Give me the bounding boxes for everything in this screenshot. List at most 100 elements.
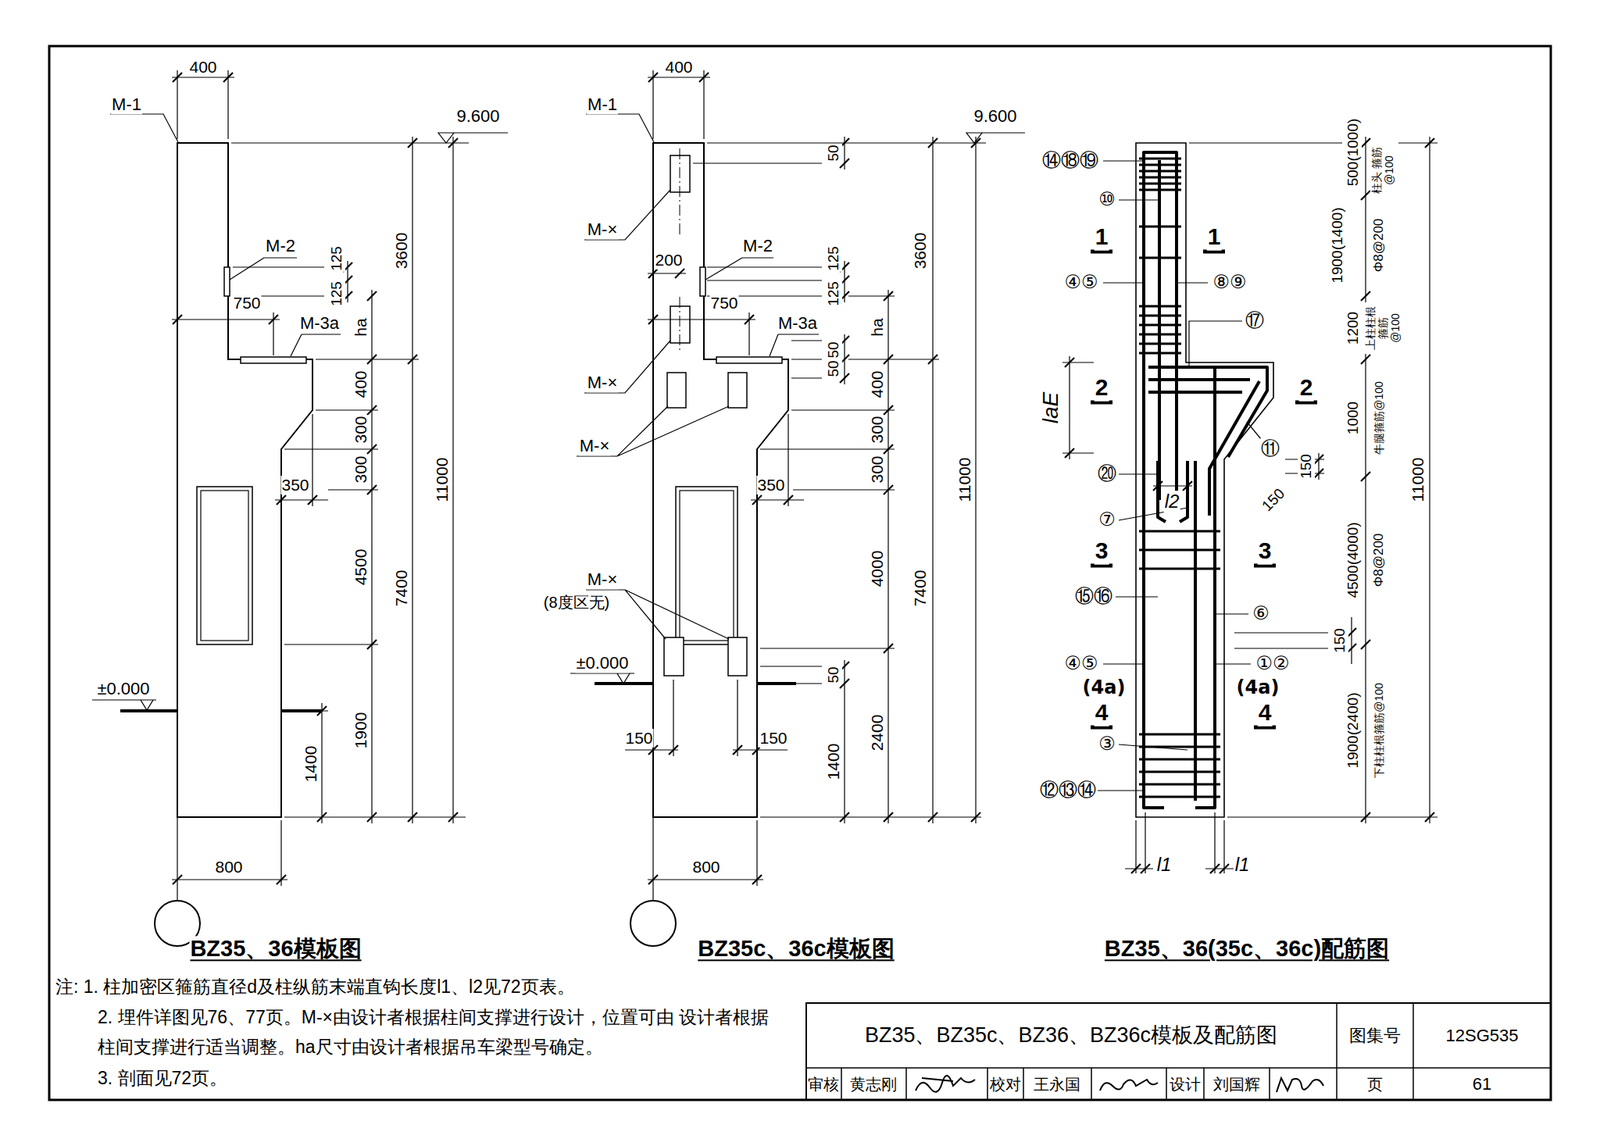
column-outline — [630, 900, 676, 947]
dimension-line — [229, 257, 297, 280]
dimension-line — [438, 132, 508, 143]
dimension-text: 3600 — [392, 232, 411, 271]
dimension-tick — [407, 354, 418, 365]
dimension-text: 350 — [756, 475, 786, 495]
dimension-text: 11000 — [1408, 457, 1428, 504]
rebar — [1148, 390, 1243, 394]
note-text: 2. 埋件详图见76、77页。M-×由设计者根据柱间支撑进行设计，位置可由 设计… — [96, 1003, 786, 1063]
signature — [1100, 1079, 1158, 1091]
dimension-tick — [367, 444, 377, 454]
dimension-text: 150 — [624, 728, 654, 748]
view-caption: BZ35、36模板图 — [189, 935, 362, 962]
section-mark: 3 — [1094, 537, 1110, 565]
dimension-line — [570, 673, 635, 684]
stirrup — [1139, 306, 1182, 354]
column-outline — [1135, 142, 1274, 818]
dimension-line — [275, 414, 329, 507]
dimension-line — [1205, 812, 1234, 874]
part-label: M-2 — [264, 235, 297, 256]
dimension-text: ±0.000 — [575, 653, 629, 673]
dimension-text: 150 — [758, 728, 788, 748]
callout-number: ⑪ — [1260, 438, 1281, 461]
dimension-tick — [971, 138, 981, 148]
note-text: 3. 剖面见72页。 — [96, 1067, 229, 1089]
leader-line — [1103, 160, 1208, 283]
callout-number: ⑩ — [1097, 189, 1117, 211]
dimension-tick — [276, 875, 286, 885]
dimension-text: 11000 — [955, 457, 975, 504]
dimension-line — [171, 817, 288, 901]
column-outline — [679, 490, 734, 641]
dimension-tick — [648, 875, 658, 885]
dimension-line — [290, 334, 341, 357]
embedded-plate — [728, 372, 747, 408]
dimension-line — [231, 136, 469, 824]
dimension-tick — [317, 812, 327, 822]
title-block-cell: 王永国 — [1032, 1075, 1082, 1094]
dimension-text: 1900 — [351, 711, 371, 750]
rebar-zone-text: 上柱柱根 箍筋@100 — [1364, 302, 1402, 354]
dimension-text: 1900(2400) — [1344, 691, 1362, 769]
dimension-tick — [307, 495, 318, 505]
dimension-text: laE — [1038, 391, 1064, 425]
signature — [915, 1075, 1324, 1093]
dimension-text: 7400 — [392, 569, 411, 608]
dimension-tick — [172, 72, 183, 83]
dimension-tick — [783, 495, 793, 505]
dimension-line — [1428, 136, 1430, 824]
dimension-line — [894, 136, 940, 824]
dimension-line — [1189, 136, 1438, 824]
sheet-frame — [49, 46, 1551, 1100]
part-label: (8度区无) — [542, 593, 611, 612]
rebar — [1179, 460, 1188, 522]
dimension-text: 750 — [232, 293, 261, 313]
signature — [915, 1075, 975, 1093]
dimension-line — [171, 70, 235, 140]
title-block-cell: 61 — [1471, 1074, 1493, 1094]
rebar-zone-text: 柱头 箍筋@100 — [1370, 144, 1396, 197]
dimension-line — [1062, 356, 1094, 460]
dimension-text: 150 — [1297, 453, 1315, 480]
dimension-tick — [367, 291, 377, 301]
stirrup — [1139, 531, 1221, 569]
dimension-tick — [928, 812, 938, 822]
dimension-text: 9.600 — [972, 106, 1018, 126]
dimension-line — [321, 703, 329, 824]
callout-number: ③ — [1097, 733, 1117, 756]
callout-number: ⑥ — [1251, 603, 1271, 625]
rebar-zone-text: Φ8@200 — [1371, 532, 1387, 589]
dimension-text: 150 — [1331, 627, 1349, 654]
dimension-tick — [1360, 291, 1371, 301]
title-block-cell: 黄志刚 — [849, 1075, 898, 1094]
column-outline — [177, 142, 313, 818]
section-mark: 4 — [1094, 699, 1110, 727]
title-block-cell: 图集号 — [1348, 1025, 1402, 1046]
dimension-tick — [172, 875, 183, 885]
dimension-tick — [883, 354, 893, 365]
dimension-text: ha — [351, 317, 371, 337]
dimension-tick — [1360, 639, 1371, 650]
leader-line — [1118, 321, 1261, 521]
ground-line — [120, 709, 322, 713]
part-label: M-1 — [110, 94, 143, 115]
dimension-text: 125 — [825, 280, 843, 308]
dimension-text: 300 — [351, 454, 371, 484]
part-label: M-3a — [777, 313, 818, 333]
dimension-tick — [883, 444, 893, 454]
dimension-text: 125 — [328, 280, 346, 308]
dimension-tick — [268, 314, 279, 325]
dimension-line — [769, 334, 819, 357]
dimension-text: 4500 — [351, 548, 371, 587]
dimension-text: 11000 — [432, 457, 452, 504]
dimension-text: l1 — [1156, 853, 1173, 876]
stirrup — [1139, 734, 1221, 797]
title-block-grid — [841, 1067, 1270, 1100]
dimension-text: l1 — [1234, 853, 1251, 876]
rebar — [1195, 368, 1215, 808]
dimension-text: 7400 — [910, 569, 930, 608]
dimension-tick — [448, 812, 458, 822]
dimension-tick — [1360, 138, 1371, 148]
embedded-plate — [664, 637, 684, 676]
dimension-tick — [448, 138, 458, 148]
